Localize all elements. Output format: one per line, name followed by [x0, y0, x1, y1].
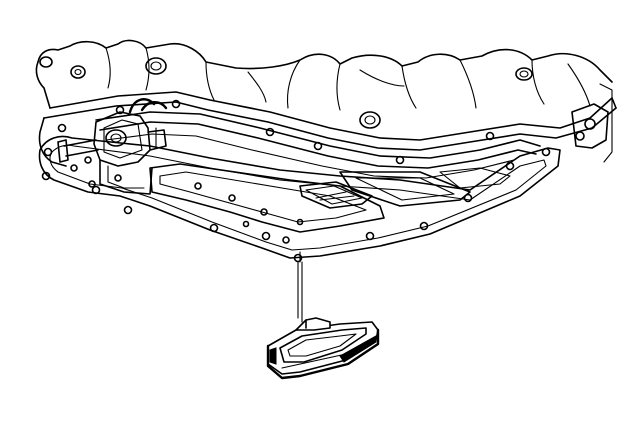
valve-body: [149, 163, 471, 244]
solenoid-assembly: [57, 98, 168, 195]
oil-filter-strainer: [266, 317, 380, 380]
pan-channels: [95, 111, 541, 189]
transmission-case: [35, 39, 613, 129]
case-flange: [38, 83, 617, 167]
leader-line: [297, 251, 303, 323]
